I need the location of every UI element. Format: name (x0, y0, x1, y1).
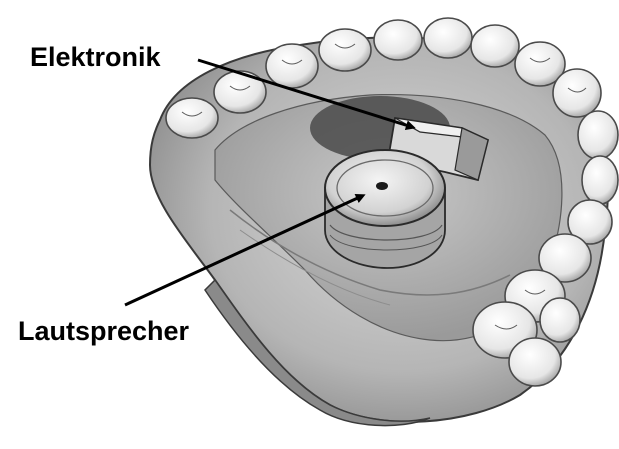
speaker-icon (325, 150, 445, 268)
speaker-label: Lautsprecher (18, 318, 189, 345)
electronics-label: Elektronik (30, 44, 161, 71)
